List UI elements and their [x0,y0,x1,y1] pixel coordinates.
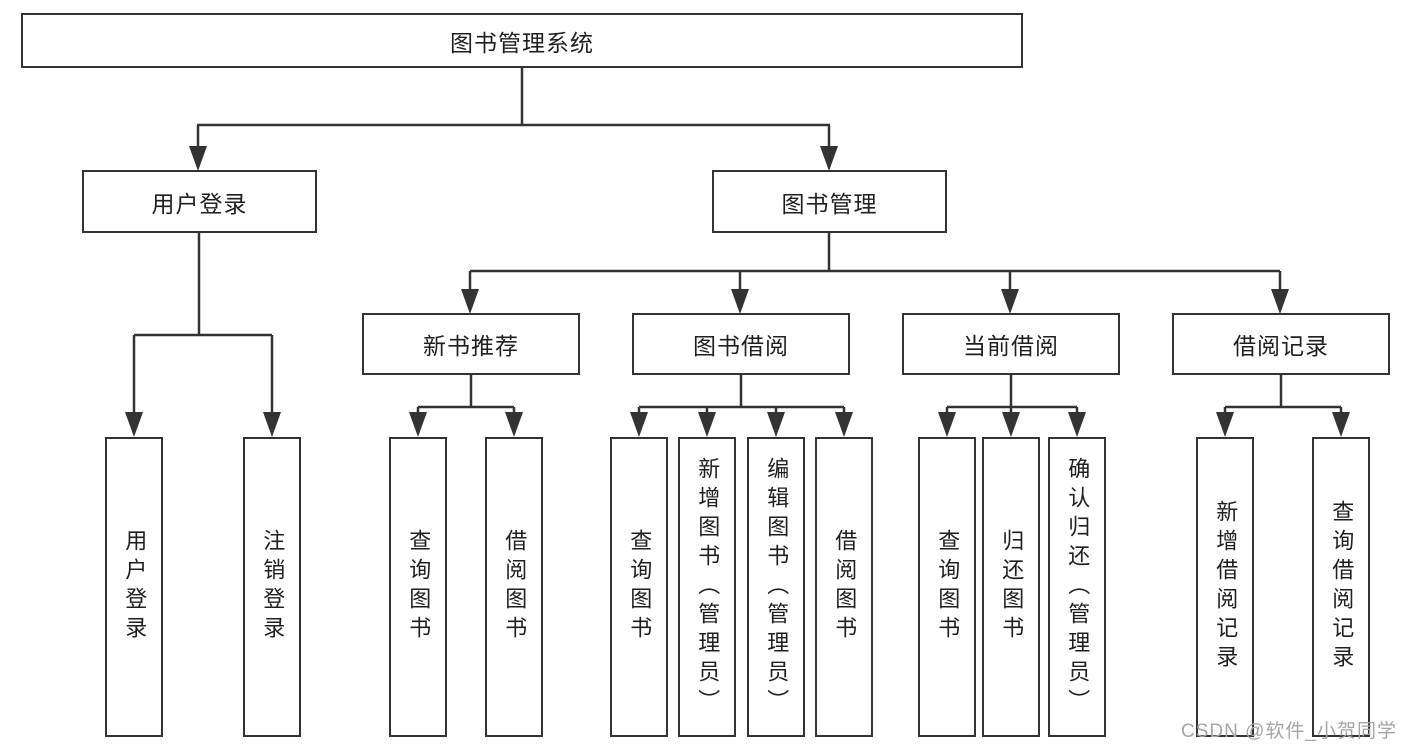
node-book-borrow-label: 图书借阅 [693,333,789,359]
leaf-return-book-label: 归还图书 [999,529,1025,645]
leaf-return-book: 归还图书 [982,437,1040,737]
leaf-query-book-current: 查询图书 [918,437,976,737]
leaf-user-login-label: 用户登录 [122,529,148,645]
leaf-query-book-current-label: 查询图书 [935,529,961,645]
node-root: 图书管理系统 [21,13,1023,68]
leaf-borrow-book-recommend: 借阅图书 [485,437,543,737]
node-book-borrow: 图书借阅 [632,313,850,375]
leaf-confirm-return-admin: 确认归还（管理员） [1048,437,1106,737]
leaf-logout-label: 注销登录 [260,529,286,645]
node-current-borrow-label: 当前借阅 [963,333,1059,359]
leaf-logout: 注销登录 [243,437,301,737]
node-borrow-records: 借阅记录 [1172,313,1390,375]
node-user-login: 用户登录 [82,170,317,233]
leaf-query-book-borrow: 查询图书 [610,437,668,737]
leaf-confirm-return-admin-label: 确认归还（管理员） [1065,456,1091,718]
node-book-management: 图书管理 [712,170,947,233]
watermark: CSDN @软件_小贺同学 [1181,721,1397,742]
node-book-management-label: 图书管理 [781,190,878,217]
leaf-user-login: 用户登录 [105,437,163,737]
node-new-book-recommend-label: 新书推荐 [423,333,519,359]
node-new-book-recommend: 新书推荐 [362,313,580,375]
leaf-add-borrow-record: 新增借阅记录 [1196,437,1254,737]
leaf-borrow-book: 借阅图书 [815,437,873,737]
leaf-edit-book-admin-label: 编辑图书（管理员） [764,456,790,718]
node-current-borrow: 当前借阅 [902,313,1120,375]
leaf-query-book-recommend-label: 查询图书 [406,529,432,645]
leaf-borrow-book-recommend-label: 借阅图书 [502,529,528,645]
node-user-login-label: 用户登录 [151,190,248,217]
leaf-query-borrow-record: 查询借阅记录 [1312,437,1370,737]
leaf-query-borrow-record-label: 查询借阅记录 [1329,500,1355,674]
leaf-add-book-admin: 新增图书（管理员） [678,437,736,737]
leaf-edit-book-admin: 编辑图书（管理员） [747,437,805,737]
leaf-query-book-borrow-label: 查询图书 [627,529,653,645]
node-borrow-records-label: 借阅记录 [1233,333,1329,359]
leaf-add-book-admin-label: 新增图书（管理员） [695,456,721,718]
leaf-add-borrow-record-label: 新增借阅记录 [1213,500,1239,674]
leaf-borrow-book-label: 借阅图书 [832,529,858,645]
node-root-label: 图书管理系统 [450,29,594,56]
leaf-query-book-recommend: 查询图书 [389,437,447,737]
